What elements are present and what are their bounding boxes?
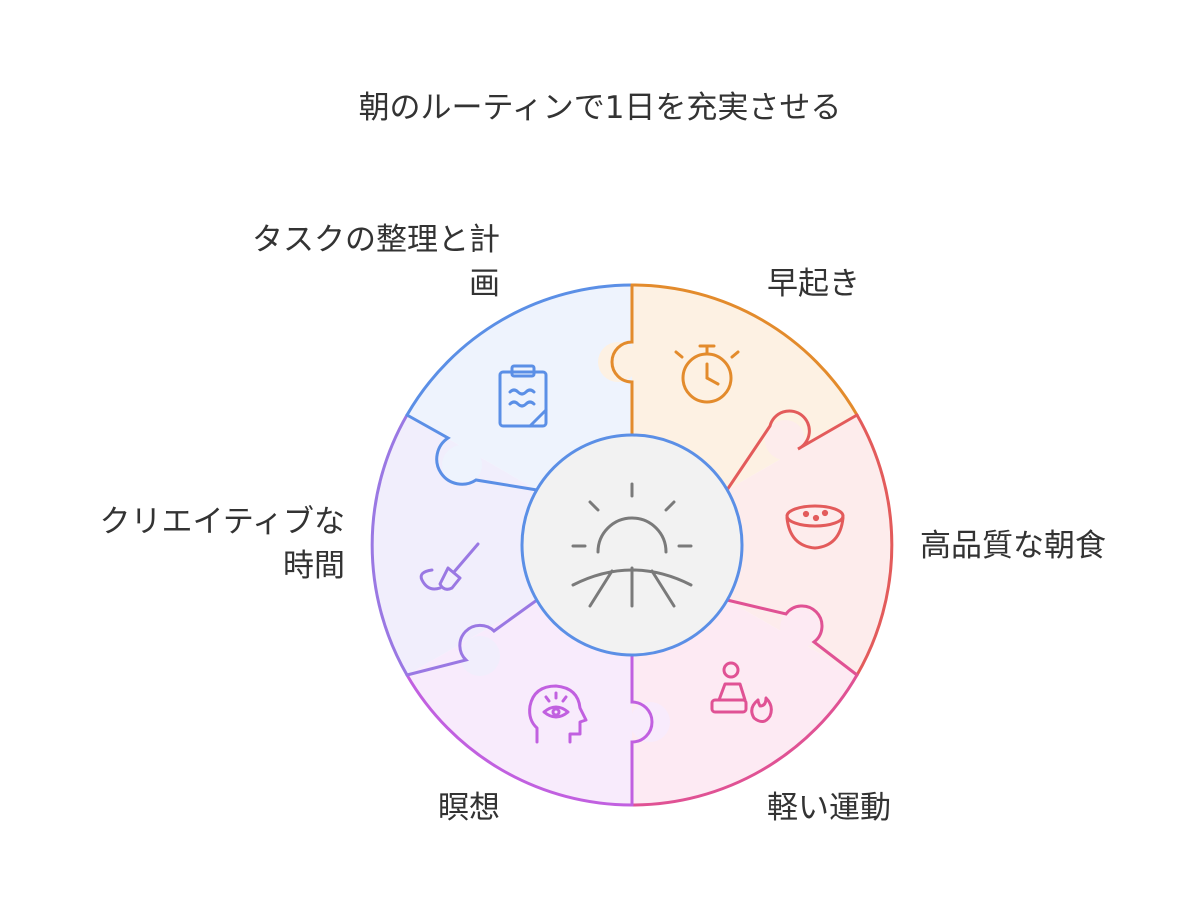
sunrise-icon <box>571 482 693 608</box>
divider-early-rise <box>610 283 634 437</box>
label-task-planning-line-1: タスクの整理と計 <box>252 222 500 258</box>
segment-arc-creative-time <box>370 413 409 677</box>
segment-arc-task-planning <box>405 283 634 417</box>
segment-strokes <box>370 283 894 807</box>
tab-fill-meditation <box>630 702 670 742</box>
segment-arc-meditation <box>405 673 634 807</box>
stopwatch-icon <box>674 344 740 404</box>
mind-eye-icon <box>528 684 588 744</box>
label-creative-time-line-1: クリエイティブな <box>99 504 345 540</box>
label-task-planning: タスクの整理と計 画 <box>190 218 500 306</box>
label-early-rise: 早起き <box>767 262 967 306</box>
tab-fill-quality-breakfast <box>765 420 805 460</box>
tab-fill-light-exercise <box>780 608 820 648</box>
exercise-icon <box>710 661 773 723</box>
tab-fill-early-rise <box>598 342 638 382</box>
tab-fill-creative-time <box>460 636 500 676</box>
segment-arc-light-exercise <box>630 673 859 807</box>
tab-fill-task-planning <box>442 445 482 485</box>
segment-arc-quality-breakfast <box>855 413 894 677</box>
segment-fill-creative-time <box>372 415 632 675</box>
bowl-icon <box>785 504 845 550</box>
divider-quality-breakfast <box>725 409 859 492</box>
tab-fills <box>442 342 820 742</box>
label-creative-time: クリエイティブな 時間 <box>40 500 345 588</box>
label-quality-breakfast-line-1: 高品質な朝食 <box>920 528 1106 564</box>
clipboard-icon <box>498 364 548 428</box>
segment-fill-quality-breakfast <box>632 415 892 675</box>
divider-task-planning <box>405 413 539 492</box>
divider-light-exercise <box>725 598 859 677</box>
paintbrush-icon <box>419 542 480 591</box>
label-light-exercise-line-1: 軽い運動 <box>767 790 891 826</box>
center-hub <box>520 433 744 657</box>
label-meditation: 瞑想 <box>300 786 500 830</box>
label-task-planning-line-2: 画 <box>469 266 500 302</box>
label-light-exercise: 軽い運動 <box>767 786 987 830</box>
label-creative-time-line-2: 時間 <box>283 548 345 584</box>
divider-meditation <box>630 653 654 807</box>
segment-arc-early-rise <box>630 283 859 417</box>
label-quality-breakfast: 高品質な朝食 <box>920 524 1180 568</box>
page-title: 朝のルーティンで1日を充実させる <box>358 90 842 126</box>
label-early-rise-line-1: 早起き <box>767 266 860 302</box>
divider-creative-time <box>405 598 539 677</box>
label-meditation-line-1: 瞑想 <box>438 790 500 826</box>
